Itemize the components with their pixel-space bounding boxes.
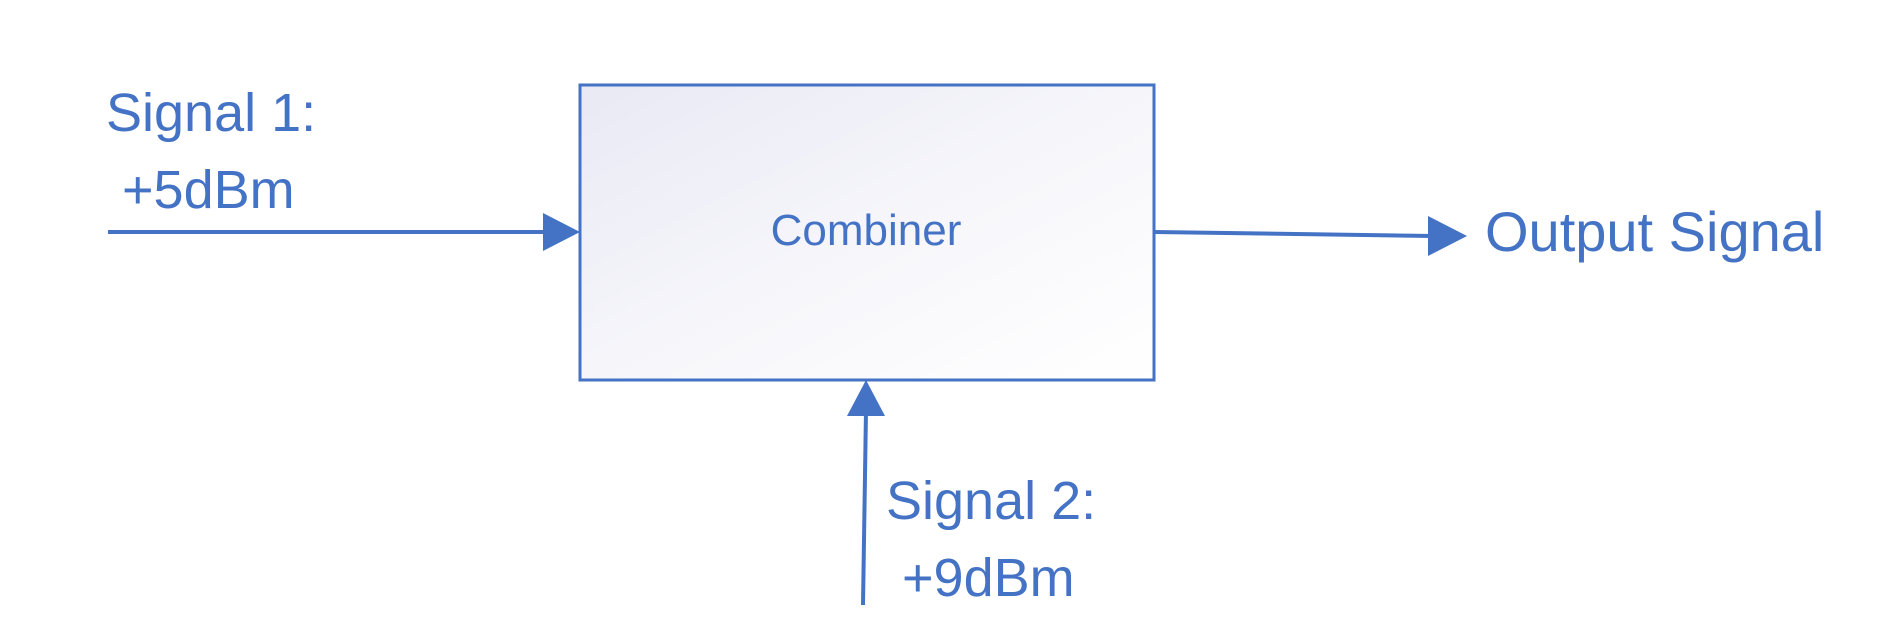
signal1-label-line2: +5dBm <box>122 160 295 220</box>
signal2-label-line1: Signal 2: <box>886 471 1096 531</box>
signal1-label-line1: Signal 1: <box>106 83 316 143</box>
output-label: Output Signal <box>1485 200 1824 263</box>
combiner-label: Combiner <box>771 206 962 255</box>
signal2-arrowhead <box>847 380 885 416</box>
combiner-box <box>578 83 1156 382</box>
output-arrowhead <box>1428 216 1467 256</box>
signal1-arrowhead <box>543 213 580 251</box>
signal2-arrow-line <box>861 409 868 606</box>
output-arrow-line <box>1153 230 1435 238</box>
signal2-label-line2: +9dBm <box>902 548 1075 608</box>
